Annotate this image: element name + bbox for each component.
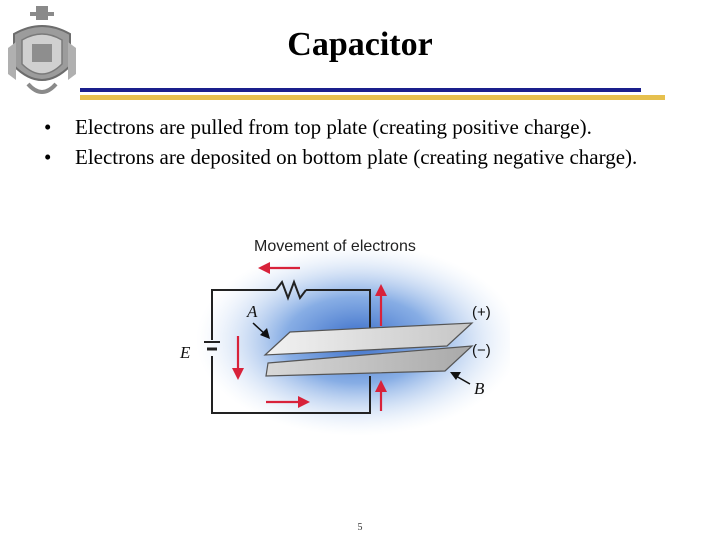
bullet-marker: • xyxy=(44,145,52,169)
electron-up-arrow-icon xyxy=(375,284,387,296)
diagram-caption: Movement of electrons xyxy=(254,238,416,255)
bullet-text: Electrons are pulled from top plate (cre… xyxy=(75,115,592,139)
pointer-arrow-icon xyxy=(450,372,461,380)
slide-title: Capacitor xyxy=(287,26,433,63)
resistor-icon xyxy=(275,279,307,301)
title-underline-gold xyxy=(80,95,665,100)
bottom-plate xyxy=(265,345,474,377)
electron-up-arrow-icon xyxy=(375,380,387,392)
top-plate xyxy=(263,322,474,356)
current-down-arrow-icon xyxy=(232,368,244,380)
battery-icon xyxy=(204,341,220,351)
negative-label: (−) xyxy=(472,342,491,359)
bullet-list: • Electrons are pulled from top plate (c… xyxy=(44,112,684,172)
circuit-wire xyxy=(211,289,276,340)
battery-label: E xyxy=(179,343,191,362)
bullet-item: • Electrons are pulled from top plate (c… xyxy=(44,112,684,142)
bullet-text: Electrons are deposited on bottom plate … xyxy=(75,145,638,169)
capacitor-diagram: Movement of electrons E A (+) (−) B xyxy=(179,238,510,436)
electron-flow-arrow-icon xyxy=(258,262,270,274)
bullet-marker: • xyxy=(44,115,52,139)
positive-label: (+) xyxy=(472,304,491,321)
circuit-wire xyxy=(211,356,371,414)
circuit-wire xyxy=(306,289,371,334)
naval-academy-crest-logo xyxy=(8,6,76,94)
electron-flow-arrow-icon xyxy=(298,396,310,408)
page-number: 5 xyxy=(357,522,363,533)
bullet-item: • Electrons are deposited on bottom plat… xyxy=(44,142,684,172)
bottom-plate-label: B xyxy=(474,379,485,398)
top-plate-label: A xyxy=(246,302,258,321)
pointer-arrow-icon xyxy=(260,328,270,339)
title-underline-navy xyxy=(80,88,641,92)
